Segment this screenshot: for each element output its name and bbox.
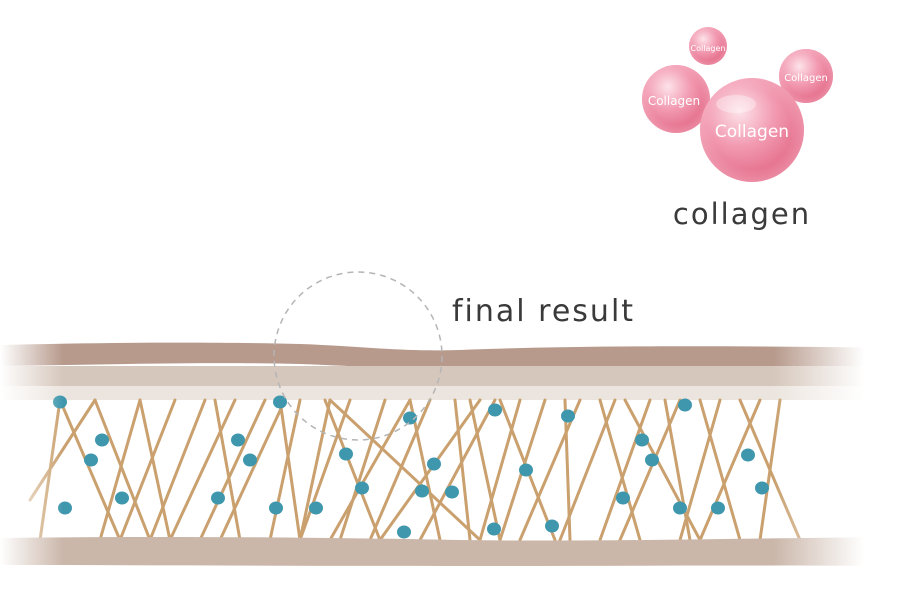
fiber-node xyxy=(635,433,649,447)
collagen-fibers xyxy=(28,398,802,542)
fiber-node xyxy=(397,525,411,539)
collagen-bubble-right: Collagen xyxy=(779,49,833,103)
fiber-node xyxy=(115,491,129,505)
collagen-fiber xyxy=(138,398,172,542)
collagen-fiber xyxy=(368,398,432,542)
fiber-node xyxy=(519,463,533,477)
collagen-fiber xyxy=(58,398,122,542)
bubble-label: Collagen xyxy=(715,122,789,142)
skin-top-mid-layer xyxy=(0,366,900,386)
skin-top-light-layer xyxy=(0,386,900,400)
collagen-fiber xyxy=(623,398,702,542)
collagen-fiber xyxy=(758,398,782,542)
fiber-node xyxy=(645,453,659,467)
collagen-fiber xyxy=(198,398,267,542)
collagen-fiber xyxy=(418,398,497,542)
collagen-fiber xyxy=(678,398,722,542)
collagen-fiber xyxy=(468,398,502,542)
collagen-fiber xyxy=(478,398,522,542)
fiber-node xyxy=(84,453,98,467)
fiber-node xyxy=(755,481,769,495)
collagen-bubble-cluster: Collagen Collagen Collagen Collagen xyxy=(642,27,833,182)
fiber-node xyxy=(427,457,441,471)
skin-cross-section xyxy=(0,342,900,566)
fiber-node xyxy=(487,522,501,536)
collagen-fiber xyxy=(218,398,287,542)
fiber-node xyxy=(339,447,353,461)
fiber-node xyxy=(673,501,687,515)
collagen-fiber xyxy=(298,398,352,542)
collagen-fiber xyxy=(698,398,742,542)
collagen-fiber xyxy=(298,398,332,542)
fiber-node xyxy=(269,501,283,515)
fiber-node xyxy=(309,501,323,515)
fiber-node xyxy=(445,485,459,499)
collagen-fiber xyxy=(698,398,762,542)
fiber-node xyxy=(488,403,502,417)
collagen-fiber xyxy=(268,398,302,542)
collagen-fiber xyxy=(453,398,472,542)
fiber-node xyxy=(53,395,67,409)
fiber-node xyxy=(273,395,287,409)
fiber-node xyxy=(211,491,225,505)
collagen-fiber xyxy=(98,398,142,542)
collagen-fiber xyxy=(278,398,302,542)
collagen-fiber xyxy=(118,398,177,542)
collagen-fiber xyxy=(213,398,242,542)
collagen-fiber xyxy=(408,398,442,542)
skin-top-layer xyxy=(0,342,900,369)
fiber-node xyxy=(95,433,109,447)
fiber-node xyxy=(561,409,575,423)
skin-bottom-layer xyxy=(0,536,900,566)
collagen-fiber xyxy=(93,398,152,542)
fiber-node xyxy=(741,448,755,462)
fiber-node xyxy=(545,519,559,533)
fiber-nodes xyxy=(53,395,769,539)
collagen-fiber xyxy=(328,398,412,542)
collagen-bubble-large: Collagen xyxy=(700,78,804,182)
collagen-label: collagen xyxy=(673,197,811,231)
fiber-node xyxy=(58,501,72,515)
fiber-node xyxy=(243,453,257,467)
collagen-fiber xyxy=(28,398,97,502)
collagen-fiber xyxy=(518,398,582,542)
collagen-fiber xyxy=(558,398,617,542)
collagen-fiber xyxy=(378,398,482,542)
bubble-label: Collagen xyxy=(784,73,828,84)
collagen-fiber xyxy=(338,398,387,542)
collagen-fiber xyxy=(328,398,482,542)
collagen-bubble-small-top: Collagen xyxy=(689,27,727,65)
collagen-fiber xyxy=(168,398,237,542)
bubble-label: Collagen xyxy=(648,94,700,108)
collagen-fiber xyxy=(148,398,207,542)
dashed-focus-circle xyxy=(273,271,443,441)
fiber-node xyxy=(616,491,630,505)
collagen-fiber xyxy=(323,398,382,542)
collagen-fiber xyxy=(598,398,652,542)
fiber-node xyxy=(403,411,417,425)
collagen-bubble-left: Collagen xyxy=(642,65,710,133)
bubble-label: Collagen xyxy=(691,44,726,53)
fiber-node xyxy=(711,501,725,515)
fiber-node xyxy=(355,481,369,495)
fiber-node xyxy=(415,484,429,498)
final-result-label: final result xyxy=(452,294,635,329)
fiber-node xyxy=(231,433,245,447)
collagen-fiber xyxy=(618,398,682,542)
fiber-node xyxy=(678,398,692,412)
